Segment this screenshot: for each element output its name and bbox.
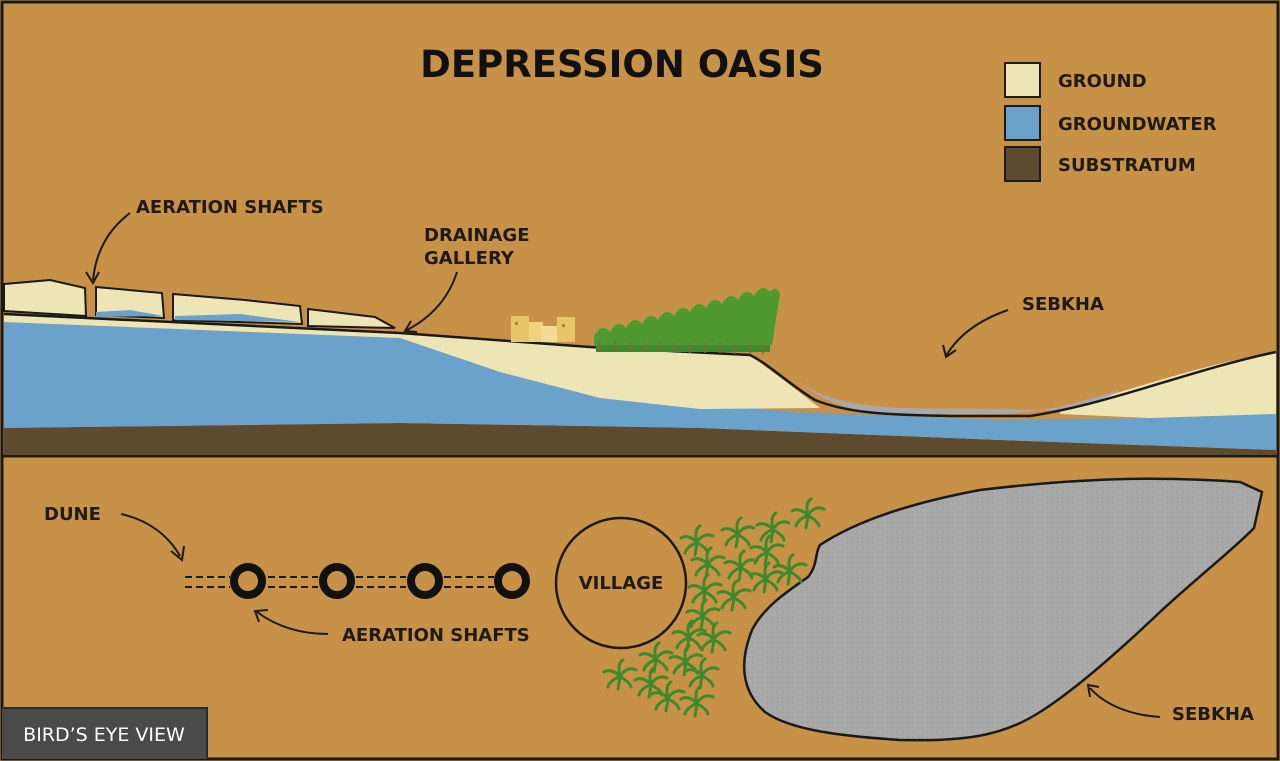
- arrow-to-aeration-shafts-plan: [256, 611, 329, 635]
- ground-slab-2: [95, 285, 166, 320]
- village-buildings: [511, 316, 575, 342]
- aeration-shaft-3: [407, 563, 443, 599]
- ground-layer-right: [1060, 352, 1276, 418]
- label-dune: DUNE: [44, 504, 101, 525]
- substratum-layer: [4, 423, 1276, 455]
- legend-label-ground: GROUND: [1058, 71, 1147, 92]
- legend-label-substratum: SUBSTRATUM: [1058, 155, 1196, 176]
- ground-slab-4: [307, 307, 396, 329]
- palm-grove-cross-section: [594, 287, 780, 354]
- groundwater-layer: [4, 322, 1276, 450]
- label-drainage-line1: DRAINAGE: [424, 225, 530, 246]
- sebkha-plan: [742, 477, 1264, 742]
- aeration-shaft-1: [230, 563, 266, 599]
- diagram-title: DEPRESSION OASIS: [420, 43, 824, 86]
- arrow-to-drainage-gallery: [406, 271, 458, 331]
- village-circle: [554, 516, 688, 650]
- legend-swatch-groundwater: [1004, 105, 1041, 141]
- water-in-slab-2: [96, 310, 164, 317]
- label-village: VILLAGE: [579, 573, 664, 594]
- ground-layer-left: [4, 314, 820, 409]
- legend-swatch-substratum: [1004, 146, 1041, 182]
- foggara-channel: [185, 576, 494, 588]
- water-in-slab-3: [175, 314, 300, 322]
- legend-label-groundwater: GROUNDWATER: [1058, 114, 1217, 135]
- arrow-to-sebkha-plan: [1089, 687, 1161, 718]
- birds-eye-view: VILLAGE: [44, 477, 1264, 742]
- label-aeration-shafts-plan: AERATION SHAFTS: [342, 625, 530, 646]
- legend-swatch-ground: [1004, 62, 1041, 98]
- arrow-to-dune: [120, 513, 181, 557]
- label-aeration-shafts-top: AERATION SHAFTS: [136, 197, 324, 218]
- label-sebkha-plan: SEBKHA: [1172, 704, 1254, 725]
- aeration-shaft-4: [494, 563, 530, 599]
- arrow-to-sebkha-cross-section: [945, 309, 1009, 357]
- ground-slab-1: [3, 278, 88, 318]
- cross-section-view: DEPRESSION OASIS AERATION SHAFTS DRAINAG…: [3, 43, 1277, 455]
- legend: GROUND GROUNDWATER SUBSTRATUM: [1004, 62, 1217, 182]
- surface-line: [3, 312, 1277, 418]
- arrow-to-aeration-shafts: [92, 212, 131, 281]
- aeration-shaft-2: [319, 563, 355, 599]
- label-drainage-line2: GALLERY: [424, 248, 515, 269]
- label-sebkha-top: SEBKHA: [1022, 294, 1104, 315]
- birds-eye-view-badge: BIRD’S EYE VIEW: [2, 707, 208, 759]
